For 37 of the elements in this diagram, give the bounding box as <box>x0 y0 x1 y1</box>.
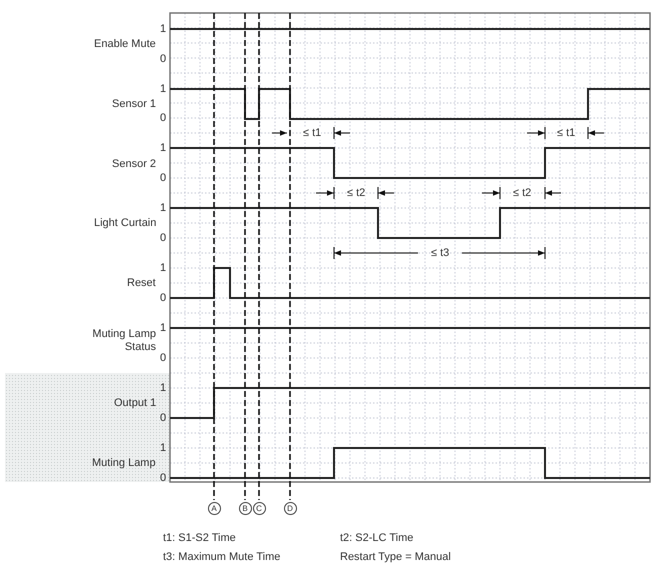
signal-name: Sensor 1 <box>112 98 156 110</box>
level-label: 0 <box>160 112 166 124</box>
signal-name: Light Curtain <box>94 216 156 230</box>
dimension-label: ≤ t2 <box>513 186 532 200</box>
signal-name: Reset <box>127 276 156 290</box>
level-label: 1 <box>160 262 166 274</box>
dimension-label: ≤ t3 <box>431 246 450 260</box>
signal-name: Muting Lamp Status <box>91 328 156 354</box>
level-label: 1 <box>160 382 166 394</box>
event-marker: A <box>208 502 220 514</box>
note-text: t3: Maximum Mute Time <box>163 550 280 564</box>
level-label: 1 <box>160 82 166 96</box>
level-label: 0 <box>160 412 166 424</box>
signal-name: Muting Lamp <box>92 456 156 470</box>
dimension-label: ≤ t1 <box>303 126 322 140</box>
note-text: Restart Type = Manual <box>340 550 451 564</box>
level-label: 1 <box>160 202 166 214</box>
level-label: 0 <box>160 52 166 66</box>
level-label: 0 <box>160 292 166 304</box>
signal-name: Enable Mute <box>94 38 156 50</box>
signal-name: Output 1 <box>114 396 156 410</box>
note-text: t2: S2-LC Time <box>340 532 414 544</box>
level-label: 0 <box>160 472 166 484</box>
level-label: 0 <box>160 232 166 244</box>
level-label: 1 <box>160 442 166 454</box>
note-text: t1: S1-S2 Time <box>163 532 236 544</box>
level-label: 0 <box>160 172 166 184</box>
event-marker: C <box>252 502 266 514</box>
level-label: 1 <box>160 22 166 36</box>
event-marker: B <box>238 502 252 514</box>
level-label: 1 <box>160 142 166 154</box>
signal-name: Sensor 2 <box>112 158 156 170</box>
level-label: 1 <box>160 322 166 334</box>
dimension-label: ≤ t1 <box>557 126 576 140</box>
dimension-label: ≤ t2 <box>347 186 366 200</box>
level-label: 0 <box>160 352 166 364</box>
event-marker: D <box>284 502 296 514</box>
